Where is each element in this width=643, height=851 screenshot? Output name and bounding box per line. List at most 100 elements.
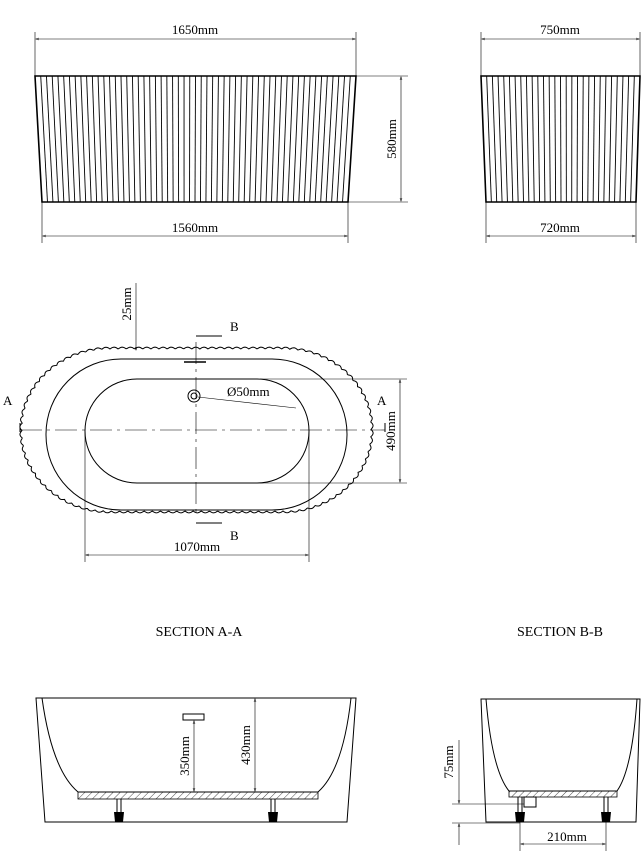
flute-line xyxy=(309,75,317,203)
section-b-inner-basin xyxy=(485,698,638,792)
flute-line xyxy=(97,75,103,203)
inner-depth-label: 430mm xyxy=(238,725,253,765)
flute-line xyxy=(68,75,76,203)
flute-line xyxy=(172,75,174,203)
section-b-outer-shell xyxy=(480,698,641,823)
section-a-outer-shell xyxy=(35,697,357,823)
flute-line xyxy=(46,75,54,203)
section-b-title: SECTION B-B xyxy=(517,625,603,640)
flute-line xyxy=(63,75,70,203)
flute-line xyxy=(194,75,196,203)
front-top-width-label: 1650mm xyxy=(172,22,218,37)
flute-line xyxy=(592,75,596,203)
flute-line xyxy=(200,75,202,203)
flute-line xyxy=(514,75,519,203)
flute-line xyxy=(238,75,242,203)
flute-line xyxy=(548,75,551,203)
flute-line xyxy=(525,75,530,203)
flute-line xyxy=(331,75,340,203)
flute-line xyxy=(520,75,524,203)
plan-view: A A B B Ø50mm 25mm 490mm 1070mm xyxy=(3,283,407,562)
drain-height-label: 350mm xyxy=(177,736,192,776)
leg-spacing-label: 210mm xyxy=(547,829,587,844)
side-elevation: 750mm 720mm xyxy=(480,22,641,243)
section-a-inner-basin xyxy=(41,697,352,793)
flute-line xyxy=(271,75,277,203)
flute-line xyxy=(109,75,114,203)
flute-line xyxy=(543,75,546,203)
flute-line xyxy=(581,75,584,203)
rim-thickness-label: 25mm xyxy=(119,287,134,320)
flute-line xyxy=(598,75,601,203)
inner-width-label: 490mm xyxy=(383,411,398,451)
flute-line xyxy=(342,75,351,203)
section-b-marker-bottom: B xyxy=(230,528,239,543)
flute-line xyxy=(292,75,300,203)
section-b-base-plate xyxy=(508,790,618,798)
flute-line xyxy=(587,75,590,203)
flute-line xyxy=(624,75,630,203)
flute-line xyxy=(249,75,254,203)
flute-line xyxy=(554,75,557,203)
flute-line xyxy=(287,75,294,203)
flute-line xyxy=(51,75,59,203)
side-flutes xyxy=(486,75,635,203)
flute-line xyxy=(298,75,305,203)
flute-line xyxy=(608,75,613,203)
flute-line xyxy=(486,75,492,203)
flute-line xyxy=(143,75,147,203)
plan-outer-scalloped-rim xyxy=(19,346,374,514)
flute-line xyxy=(254,75,260,203)
flute-line xyxy=(80,75,87,203)
leg-height-label: 75mm xyxy=(441,745,456,778)
flute-line xyxy=(131,75,136,203)
flute-line xyxy=(57,75,65,203)
section-a-leg-left xyxy=(114,799,124,822)
section-a-overflow-fitting xyxy=(182,713,205,721)
flute-line xyxy=(91,75,98,203)
flute-line xyxy=(114,75,119,203)
section-a-marker-left: A xyxy=(3,393,13,408)
flute-line xyxy=(232,75,237,203)
section-a-title: SECTION A-A xyxy=(156,625,244,640)
section-b-leg-left xyxy=(515,797,525,822)
flute-line xyxy=(40,75,48,203)
flute-line xyxy=(86,75,92,203)
section-b-marker-top: B xyxy=(230,319,239,334)
plan-rim-inner-edge xyxy=(45,358,348,511)
flute-line xyxy=(497,75,503,203)
flute-line xyxy=(227,75,231,203)
flute-line xyxy=(619,75,624,203)
flute-line xyxy=(154,75,158,203)
section-b-leg-right xyxy=(601,797,611,822)
flute-line xyxy=(216,75,219,203)
flute-line xyxy=(314,75,323,203)
inner-length-label: 1070mm xyxy=(174,539,220,554)
flute-line xyxy=(149,75,152,203)
section-a-leg-right xyxy=(268,799,278,822)
flute-line xyxy=(531,75,535,203)
section-a-marker-right: A xyxy=(377,393,387,408)
flute-line xyxy=(205,75,208,203)
drain-diameter-label: Ø50mm xyxy=(227,384,270,399)
flute-line xyxy=(265,75,271,203)
drain-inner-circle xyxy=(190,392,198,400)
flute-line xyxy=(325,75,334,203)
flute-line xyxy=(508,75,514,203)
flute-line xyxy=(160,75,163,203)
flute-line xyxy=(126,75,130,203)
flute-line xyxy=(137,75,141,203)
flute-line xyxy=(491,75,498,203)
section-b-drain-fitting xyxy=(523,796,537,808)
flute-line xyxy=(166,75,169,203)
front-height-label: 580mm xyxy=(384,119,399,159)
flute-line xyxy=(103,75,109,203)
drain-outer-circle xyxy=(187,389,201,403)
flute-line xyxy=(276,75,282,203)
section-a-view: 350mm 430mm xyxy=(35,697,357,823)
flute-line xyxy=(120,75,125,203)
flute-line xyxy=(260,75,265,203)
flute-line xyxy=(630,75,635,203)
section-b-view: 75mm 210mm xyxy=(441,698,641,851)
